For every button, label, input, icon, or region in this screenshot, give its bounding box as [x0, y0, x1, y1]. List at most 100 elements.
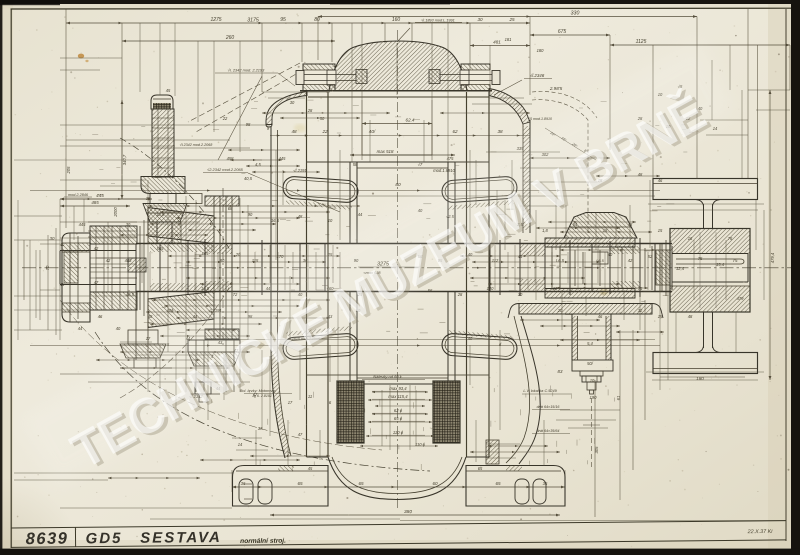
svg-text:75: 75	[698, 256, 703, 261]
svg-text:42: 42	[628, 258, 633, 263]
svg-text:10: 10	[590, 378, 595, 383]
svg-text:√7: √7	[418, 162, 423, 167]
svg-text:drát 64×35/64: drát 64×35/64	[537, 429, 560, 433]
svg-text:56: 56	[428, 288, 433, 293]
svg-text:65 ϕ: 65 ϕ	[394, 416, 403, 421]
svg-text:50/: 50/	[587, 361, 594, 366]
svg-text:2000: 2000	[113, 207, 118, 218]
svg-text:36: 36	[241, 481, 246, 486]
svg-text:37: 37	[146, 196, 151, 201]
svg-text:22.X.37 Ki: 22.X.37 Ki	[747, 529, 774, 535]
svg-text:1125: 1125	[636, 39, 647, 45]
svg-text:46: 46	[658, 178, 663, 183]
svg-text:30: 30	[126, 222, 131, 227]
svg-text:30: 30	[50, 236, 55, 241]
svg-text:42: 42	[94, 246, 99, 251]
svg-text:15,4: 15,4	[716, 262, 725, 267]
svg-text:98: 98	[246, 122, 251, 127]
svg-text:330: 330	[571, 11, 580, 17]
svg-text:260: 260	[225, 35, 235, 41]
svg-text:61: 61	[616, 396, 621, 401]
svg-text:22: 22	[321, 129, 328, 134]
svg-text:L.V. lokal'ka C.5249: L.V. lokal'ka C.5249	[523, 389, 557, 393]
svg-text:38: 38	[497, 129, 503, 134]
svg-text:mod.2.2846: mod.2.2846	[68, 193, 89, 197]
svg-text:95: 95	[280, 17, 286, 23]
svg-text:80: 80	[220, 258, 225, 263]
svg-text:16,5: 16,5	[271, 218, 280, 223]
svg-text:17: 17	[288, 400, 293, 405]
svg-text:675: 675	[558, 29, 567, 35]
svg-text:62 ϕ: 62 ϕ	[394, 408, 403, 413]
svg-text:1,8: 1,8	[542, 228, 548, 233]
svg-text:5,4: 5,4	[587, 341, 593, 346]
svg-text:80: 80	[314, 17, 320, 23]
svg-text:110 ϕ: 110 ϕ	[393, 430, 404, 435]
svg-text:√l.2191: √l.2191	[293, 168, 306, 173]
svg-text:58: 58	[353, 162, 358, 167]
svg-text:10: 10	[328, 218, 333, 223]
svg-text:90: 90	[248, 212, 253, 217]
svg-text:max 93,4: max 93,4	[389, 386, 407, 391]
svg-text:√l.2342 mod.2.2068: √l.2342 mod.2.2068	[180, 143, 214, 147]
svg-text:479,4: 479,4	[770, 252, 775, 263]
svg-text:GD5: GD5	[86, 530, 123, 547]
svg-text:47: 47	[298, 432, 303, 437]
svg-text:48: 48	[291, 129, 297, 134]
svg-text:68: 68	[228, 206, 233, 211]
svg-text:62: 62	[452, 129, 458, 134]
svg-text:15: 15	[658, 314, 663, 319]
svg-text:20: 20	[235, 252, 241, 257]
svg-text:28: 28	[457, 292, 463, 297]
svg-text:11: 11	[308, 394, 312, 399]
svg-text:6: 6	[329, 400, 332, 405]
svg-text:30: 30	[290, 100, 295, 105]
svg-text:83: 83	[558, 369, 563, 374]
svg-text:170: 170	[277, 254, 285, 259]
svg-text:47: 47	[94, 280, 99, 285]
svg-text:9: 9	[267, 126, 270, 131]
svg-text:normální stroj.: normální stroj.	[240, 538, 286, 545]
svg-text:62.4: 62.4	[406, 118, 415, 123]
svg-text:180: 180	[537, 48, 545, 53]
svg-text:4,5: 4,5	[255, 162, 261, 167]
svg-text:25: 25	[508, 17, 515, 22]
svg-text:72: 72	[233, 292, 238, 297]
svg-text:112: 112	[492, 258, 499, 263]
svg-text:52: 52	[648, 254, 653, 259]
svg-text:SESTAVA: SESTAVA	[140, 529, 222, 547]
svg-text:65: 65	[358, 481, 364, 486]
svg-text:28: 28	[307, 108, 313, 113]
svg-text:Nálevky od 60 k.: Nálevky od 60 k.	[373, 374, 403, 379]
svg-text:110 ϕ: 110 ϕ	[415, 442, 426, 447]
svg-text:458: 458	[227, 156, 235, 161]
svg-text:48: 48	[638, 172, 643, 177]
svg-text:45: 45	[308, 466, 313, 471]
svg-text:160: 160	[392, 17, 401, 23]
svg-text:40/: 40/	[369, 129, 376, 134]
svg-text:14: 14	[238, 442, 243, 447]
svg-text:40: 40	[468, 336, 473, 341]
svg-text:44: 44	[78, 326, 83, 331]
svg-text:65: 65	[478, 466, 483, 471]
svg-text:46: 46	[598, 314, 603, 319]
svg-text:50: 50	[320, 116, 325, 121]
svg-text:60: 60	[432, 481, 438, 486]
svg-text:max 115,4: max 115,4	[388, 394, 408, 399]
svg-text:17: 17	[146, 336, 151, 341]
svg-text:305: 305	[594, 446, 599, 454]
svg-text:√l. 2342 mod. 2.2193: √l. 2342 mod. 2.2193	[228, 68, 265, 73]
svg-text:45: 45	[166, 88, 171, 93]
svg-text:22: 22	[222, 116, 228, 121]
svg-text:485: 485	[91, 200, 99, 205]
svg-text:√l.2346: √l.2346	[530, 73, 545, 78]
svg-text:205: 205	[66, 166, 71, 175]
svg-text:190: 190	[590, 395, 598, 400]
svg-text:d: d	[499, 342, 502, 347]
svg-text:Bol. brzky: Motorovky: Bol. brzky: Motorovky	[240, 389, 277, 393]
svg-text:√5 mod.1.8910: √5 mod.1.8910	[528, 117, 552, 121]
svg-text:40,5: 40,5	[244, 176, 253, 181]
svg-text:2.98'5: 2.98'5	[549, 86, 563, 91]
svg-text:340,7: 340,7	[122, 154, 127, 165]
svg-text:12,4: 12,4	[676, 266, 685, 271]
